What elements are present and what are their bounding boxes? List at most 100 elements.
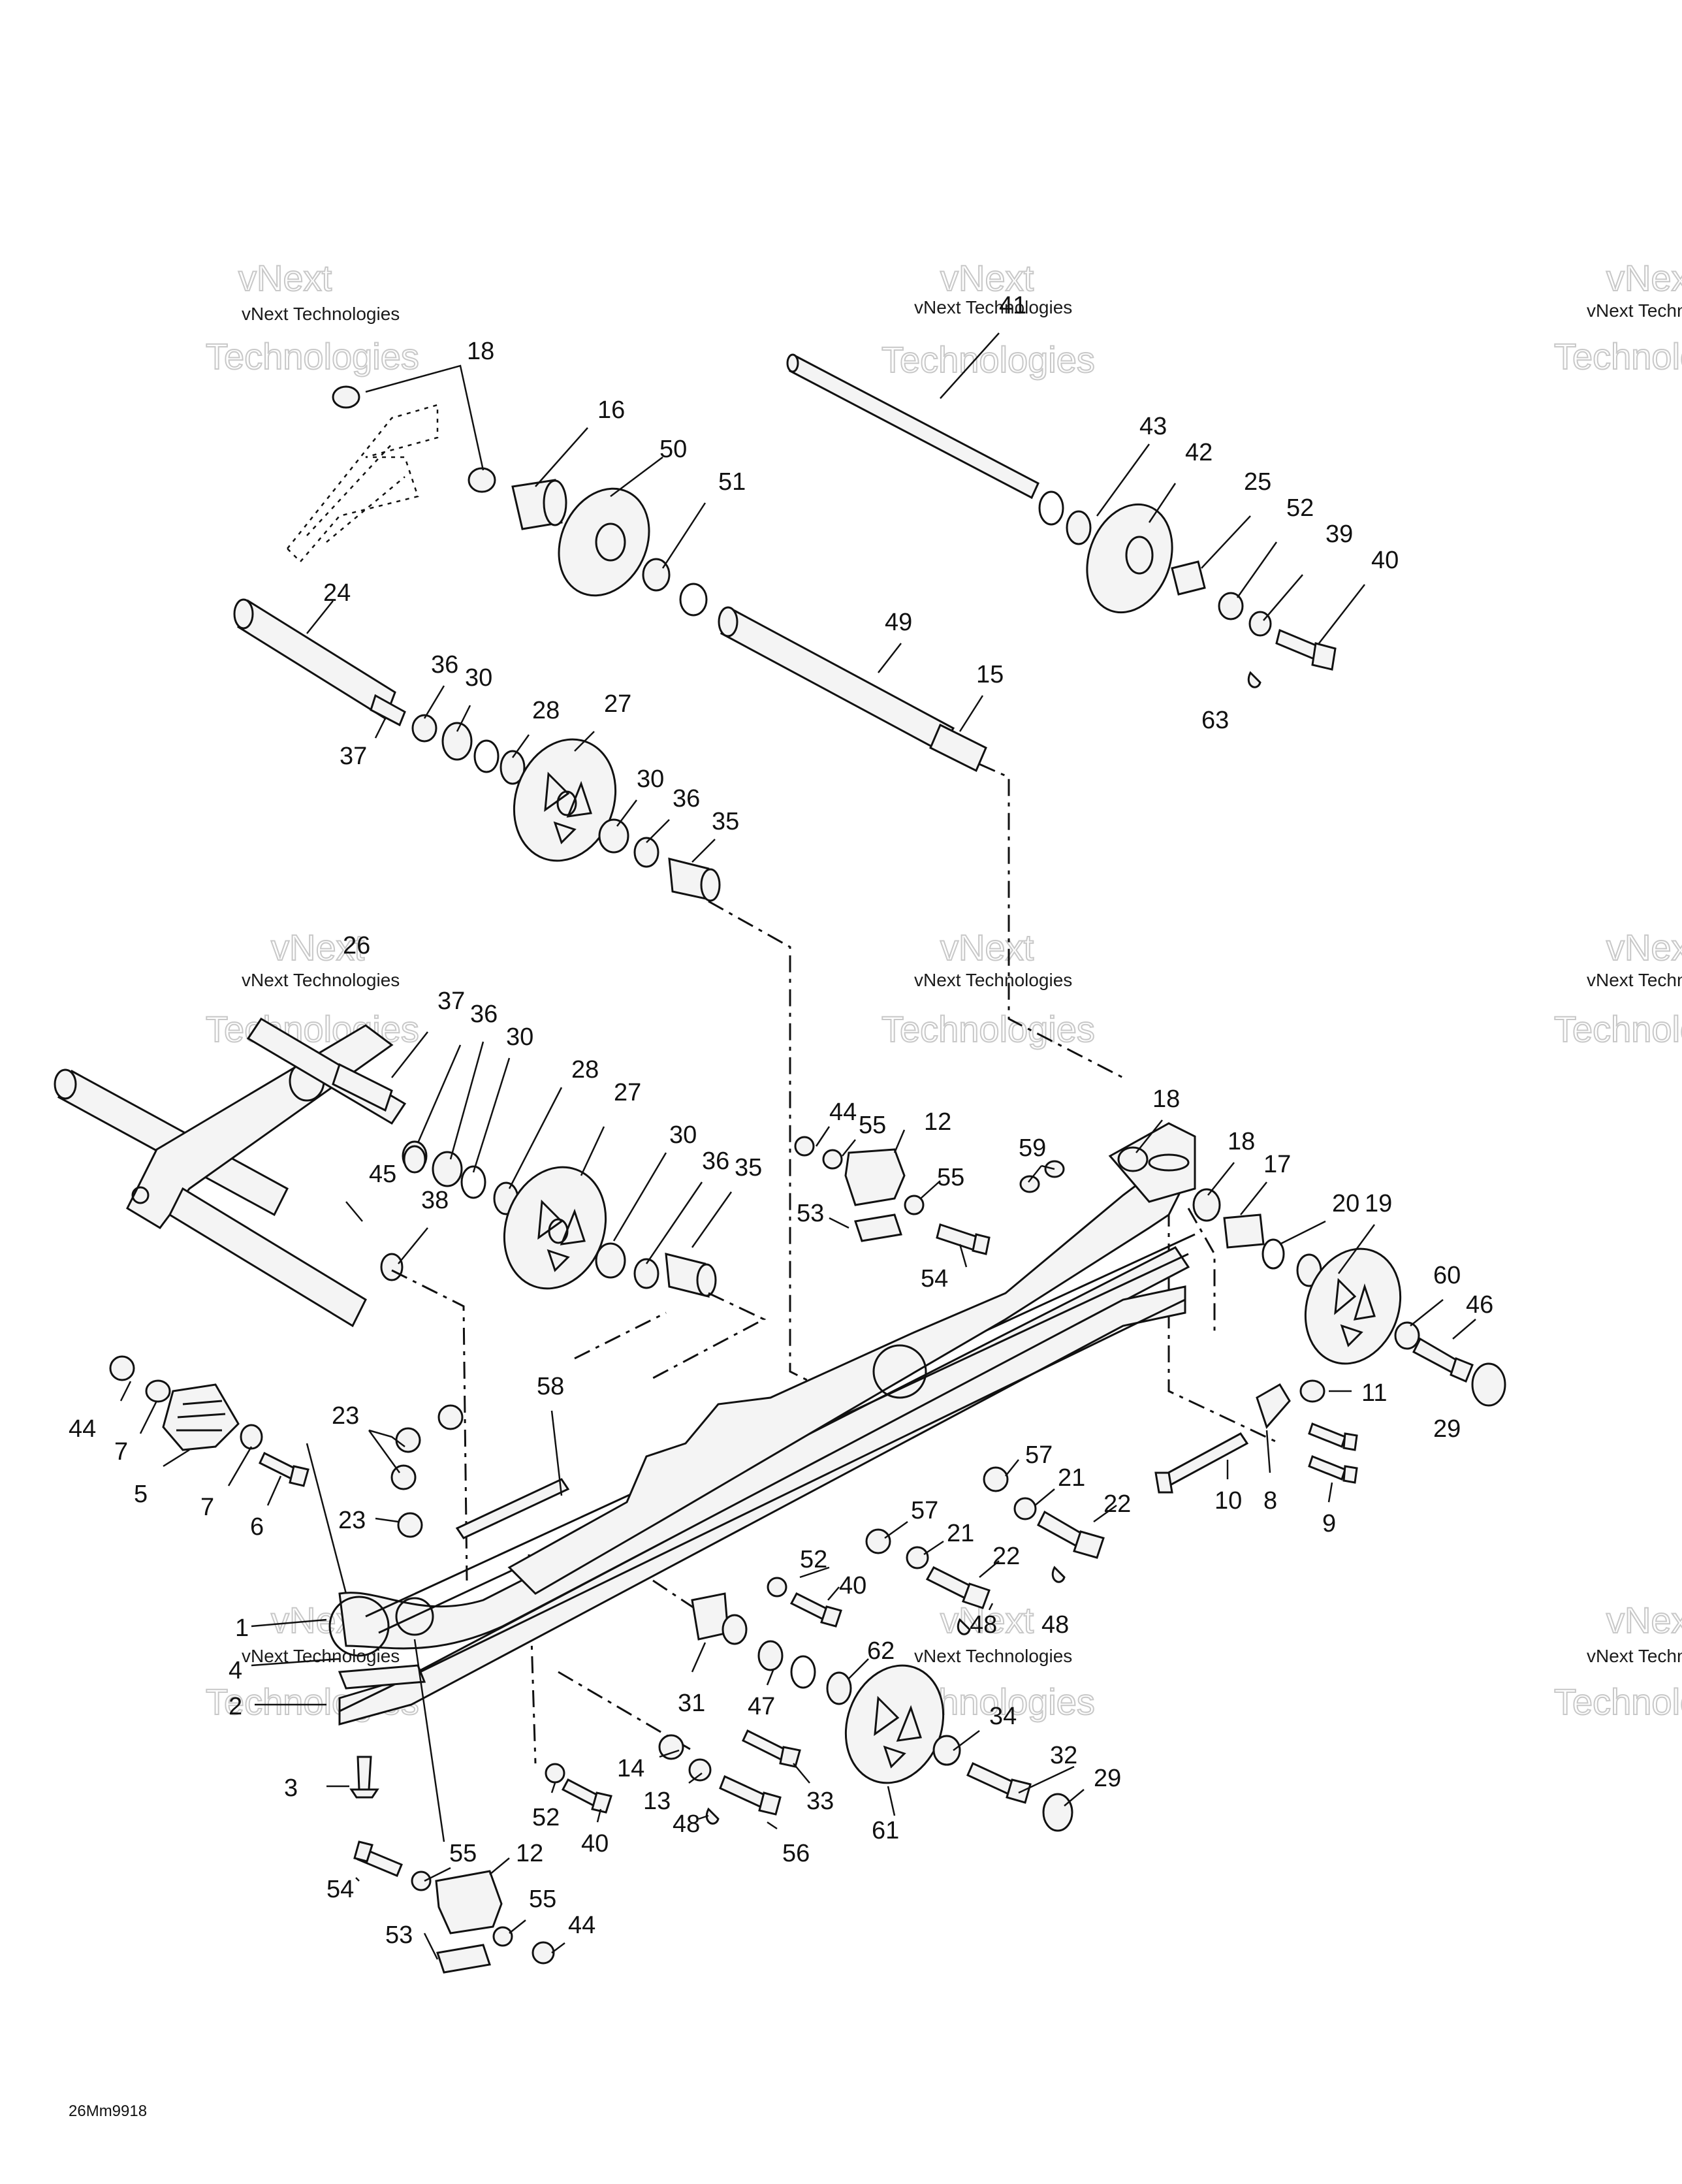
bearing-43 bbox=[1066, 510, 1092, 545]
slide-rail-assembly bbox=[328, 1122, 1196, 1726]
axle-49 bbox=[720, 609, 955, 753]
callout-55: 55 bbox=[859, 1112, 886, 1139]
callout-37: 37 bbox=[340, 743, 367, 770]
washer-36 bbox=[403, 1145, 426, 1174]
detail-circle-c bbox=[395, 1597, 434, 1636]
watermark-technologies: Technologies bbox=[881, 1008, 1095, 1050]
callout-23: 23 bbox=[338, 1507, 366, 1534]
callout-30: 30 bbox=[637, 765, 664, 793]
watermark-text: vNext Technologies bbox=[242, 1646, 400, 1666]
slider-12 bbox=[435, 1870, 503, 1935]
callout-1: 1 bbox=[235, 1614, 249, 1642]
insert-53 bbox=[854, 1213, 902, 1242]
bearing-30 bbox=[598, 818, 629, 854]
callout-38: 38 bbox=[421, 1187, 449, 1214]
callout-7: 7 bbox=[114, 1438, 128, 1466]
slider-12 bbox=[844, 1148, 906, 1206]
nut-23 bbox=[437, 1404, 464, 1430]
callout-53: 53 bbox=[797, 1200, 824, 1227]
callout-52: 52 bbox=[1286, 494, 1314, 522]
bolt-46 bbox=[1412, 1337, 1474, 1383]
bolt-9a bbox=[1308, 1422, 1358, 1451]
washer-60 bbox=[1394, 1321, 1420, 1350]
callout-36: 36 bbox=[431, 651, 458, 679]
washer-57 bbox=[983, 1466, 1009, 1492]
rail-ramp-4 bbox=[338, 1664, 426, 1690]
washer-47 bbox=[757, 1640, 784, 1671]
washer-36 bbox=[411, 714, 437, 743]
callout-61: 61 bbox=[872, 1817, 899, 1844]
washer-55 bbox=[904, 1195, 925, 1215]
bolt-33 bbox=[742, 1729, 801, 1768]
callout-50: 50 bbox=[659, 436, 687, 463]
cap-29 bbox=[1042, 1793, 1073, 1832]
callout-58: 58 bbox=[537, 1373, 564, 1400]
washer-52 bbox=[545, 1763, 565, 1784]
bolt-40 bbox=[561, 1778, 612, 1814]
bolt-40 bbox=[1275, 628, 1337, 671]
axle-group-49 bbox=[718, 606, 987, 773]
callout-40: 40 bbox=[1371, 547, 1399, 574]
watermark-vnext: vNext bbox=[1606, 927, 1682, 968]
callout-44: 44 bbox=[69, 1415, 96, 1443]
bracket-8 bbox=[1256, 1383, 1291, 1429]
watermark-vnext: vNext bbox=[940, 927, 1034, 968]
axle-24 bbox=[233, 598, 406, 727]
callout-31: 31 bbox=[678, 1690, 705, 1717]
stopper-5 bbox=[162, 1383, 240, 1451]
callout-45: 45 bbox=[369, 1161, 396, 1188]
callout-labels: 18 16 50 51 41 43 42 25 52 39 40 63 24 3… bbox=[69, 292, 1493, 1949]
spacer-35 bbox=[665, 1253, 717, 1298]
nut-23 bbox=[395, 1427, 421, 1453]
watermark-vnext: vNext bbox=[940, 1599, 1034, 1641]
callout-22: 22 bbox=[992, 1543, 1020, 1570]
callout-46: 46 bbox=[1466, 1291, 1493, 1319]
callout-16: 16 bbox=[597, 396, 625, 424]
rail-top-plate bbox=[507, 1148, 1190, 1595]
spacer-35 bbox=[668, 858, 721, 902]
washer-59 bbox=[1019, 1175, 1040, 1193]
callout-33: 33 bbox=[806, 1788, 834, 1815]
idler-wheel-50 bbox=[558, 487, 650, 597]
callout-63: 63 bbox=[1201, 707, 1229, 734]
bearing-62 bbox=[826, 1671, 852, 1705]
circlip-20 bbox=[1262, 1238, 1285, 1270]
callout-27: 27 bbox=[604, 690, 631, 718]
callout-52: 52 bbox=[800, 1546, 827, 1573]
axle-group-top-right bbox=[786, 353, 1337, 688]
callout-44: 44 bbox=[568, 1912, 595, 1939]
watermark-top-left: vNext vNext Technologies Technologies bbox=[205, 257, 420, 377]
callout-13: 13 bbox=[643, 1788, 671, 1815]
callout-21: 21 bbox=[1058, 1464, 1085, 1492]
pivot-arm-26 bbox=[54, 1017, 407, 1328]
nut-23 bbox=[397, 1512, 423, 1538]
callout-30: 30 bbox=[669, 1121, 697, 1149]
callout-26: 26 bbox=[343, 932, 370, 959]
washer-7 bbox=[145, 1379, 171, 1403]
washer-18 bbox=[332, 385, 360, 409]
callout-57: 57 bbox=[1025, 1441, 1053, 1469]
bearing-30 bbox=[441, 722, 473, 761]
drop-48 bbox=[1051, 1566, 1066, 1583]
drop-63 bbox=[1247, 671, 1262, 688]
callout-3: 3 bbox=[284, 1774, 298, 1802]
callout-4: 4 bbox=[229, 1657, 242, 1684]
callout-59: 59 bbox=[1019, 1134, 1046, 1162]
washer-14 bbox=[658, 1734, 684, 1760]
callout-41: 41 bbox=[999, 292, 1026, 319]
circlip-47 bbox=[790, 1655, 816, 1689]
callout-23: 23 bbox=[332, 1402, 359, 1430]
bolt-54 bbox=[936, 1223, 991, 1255]
callout-24: 24 bbox=[323, 579, 351, 607]
wheel-27 bbox=[503, 1166, 607, 1290]
washer-36 bbox=[633, 837, 659, 868]
callout-48: 48 bbox=[1041, 1611, 1069, 1639]
callout-60: 60 bbox=[1433, 1262, 1461, 1289]
washer-18 bbox=[1117, 1146, 1149, 1172]
watermark-text: vNext Technologies bbox=[1587, 1646, 1682, 1666]
callout-37: 37 bbox=[437, 988, 465, 1015]
spacer-17 bbox=[1223, 1213, 1265, 1249]
callout-6: 6 bbox=[250, 1513, 264, 1541]
watermark-mid-left: vNext vNext Technologies Technologies bbox=[205, 926, 420, 1050]
